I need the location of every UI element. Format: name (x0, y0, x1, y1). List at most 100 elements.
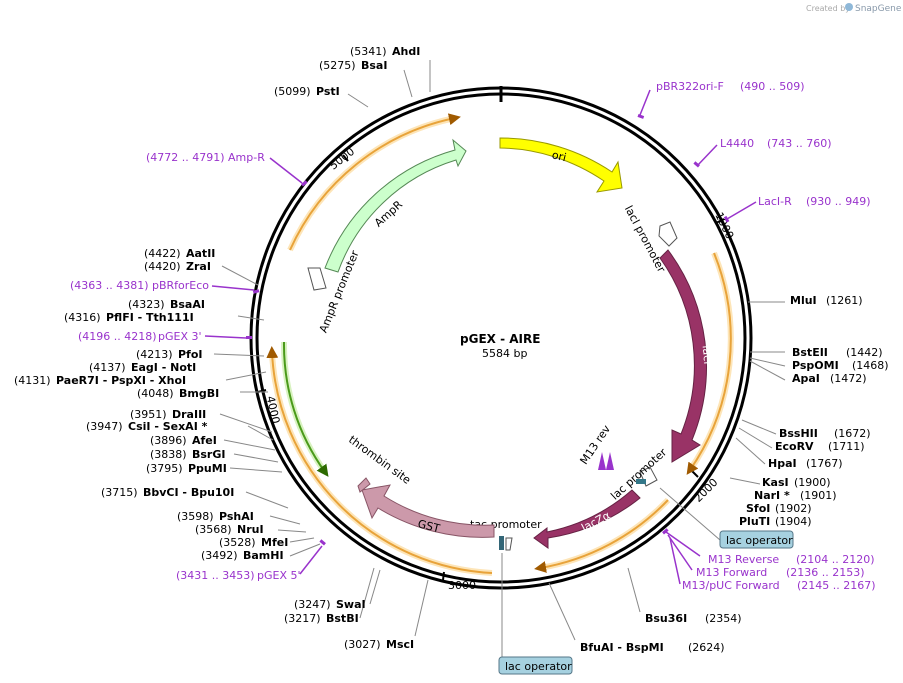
enzyme-site-bbvci[interactable]: (3715) BbvCI - Bpu10I (101, 486, 234, 499)
enzyme-name: CsiI - SexAI * (128, 420, 208, 433)
enzyme-site-ecorv[interactable]: EcoRV (1711) (775, 440, 865, 453)
enzyme-site-psti[interactable]: (5099) PstI (274, 85, 340, 98)
enzyme-site-mfei[interactable]: (3528) MfeI (219, 536, 288, 549)
enzyme-site-pshai[interactable]: (3598) PshAI (177, 510, 254, 523)
enzyme-site-bsai[interactable]: (5275) BsaI (319, 59, 387, 72)
enzyme-name: NruI (237, 523, 264, 536)
enzyme-site-pspomi[interactable]: PspOMI (1468) (792, 359, 889, 372)
enzyme-site-apai[interactable]: ApaI (1472) (792, 372, 867, 385)
enzyme-site-eagi[interactable]: (4137) EagI - NotI (89, 361, 196, 374)
primer-pbr322ori-f[interactable]: pBR322ori-F (490 .. 509) (656, 80, 805, 93)
enzyme-name: BssHII (779, 427, 818, 440)
enzyme-pos: (3528) (219, 536, 256, 549)
enzyme-name: PluTI (739, 515, 770, 528)
enzyme-pos: (5099) (274, 85, 311, 98)
enzyme-name: AhdI (392, 45, 420, 58)
enzyme-site-mlui[interactable]: MluI (1261) (790, 294, 863, 307)
gst-feature[interactable] (361, 484, 495, 538)
lacza-feature[interactable] (533, 489, 641, 549)
enzyme-pos: (3568) (195, 523, 232, 536)
enzyme-site-ppumi[interactable]: (3795) PpuMI (146, 462, 227, 475)
lac-promoter-label: lac promoter (608, 445, 669, 502)
primer-l4440[interactable]: L4440 (743 .. 760) (720, 137, 832, 150)
enzyme-site-zrai[interactable]: (4420) ZraI (144, 260, 211, 273)
primer-name: pGEX 3' (158, 330, 202, 343)
primer-pgex-3[interactable]: (4196 .. 4218) pGEX 3' (78, 330, 202, 343)
enzyme-site-draiii[interactable]: (3951) DraIII (130, 408, 206, 421)
primer-m13-puc-forward[interactable]: M13/pUC Forward (2145 .. 2167) (682, 579, 876, 592)
enzyme-pos: (3598) (177, 510, 214, 523)
enzyme-site-pfoi[interactable]: (4213) PfoI (136, 348, 203, 361)
enzyme-pos: (1901) (800, 489, 837, 502)
enzyme-site-hpai[interactable]: HpaI (1767) (768, 457, 843, 470)
ampr-promoter-feature[interactable] (307, 267, 327, 291)
enzyme-name: BstEII (792, 346, 828, 359)
enzyme-site-msci[interactable]: (3027) MscI (344, 638, 414, 651)
enzyme-site-bmgbi[interactable]: (4048) BmgBI (137, 387, 219, 400)
enzyme-name: HpaI (768, 457, 797, 470)
primer-name: pBRforEco (152, 279, 209, 292)
enzyme-name: BbvCI - Bpu10I (143, 486, 234, 499)
primer-pbrforeco[interactable]: (4363 .. 4381) pBRforEco (70, 279, 209, 292)
enzyme-pos: (1472) (830, 372, 867, 385)
enzyme-site-bstbi[interactable]: (3217) BstBI (284, 612, 359, 625)
primer-laci-r[interactable]: LacI-R (930 .. 949) (758, 195, 871, 208)
enzyme-site-bsaai[interactable]: (4323) BsaAI (128, 298, 205, 311)
enzyme-site-bsshii[interactable]: BssHII (1672) (779, 427, 871, 440)
enzyme-site-bsteii[interactable]: BstEII (1442) (792, 346, 883, 359)
enzyme-name: AfeI (192, 434, 217, 447)
enzyme-site-aatii[interactable]: (4422) AatII (144, 247, 215, 260)
enzyme-site-ahdi[interactable]: (5341) AhdI (350, 45, 420, 58)
enzyme-site-csii[interactable]: (3947) CsiI - SexAI * (86, 420, 208, 433)
snapgene-brand: Created by SnapGene (806, 3, 902, 14)
tac-promoter-feature[interactable] (505, 537, 513, 551)
laci-promoter-feature[interactable] (658, 221, 678, 247)
enzyme-pos: (3896) (150, 434, 187, 447)
enzyme-pos: (4316) (64, 311, 101, 324)
primer-connectors (204, 89, 757, 585)
primer-amp-r[interactable]: (4772 .. 4791) Amp-R (146, 151, 265, 164)
enzyme-site-pluti[interactable]: PluTI (1904) (739, 515, 812, 528)
primer-name: pGEX 5' (257, 569, 301, 582)
orf-arcs (266, 113, 734, 576)
enzyme-name: PspOMI (792, 359, 839, 372)
enzyme-pos: (3027) (344, 638, 381, 651)
laci-feature[interactable] (659, 249, 707, 463)
primer-range: (2104 .. 2120) (796, 553, 875, 566)
lac-operator-right[interactable]: lac operator (659, 487, 794, 549)
enzyme-site-kasi[interactable]: KasI (1900) (762, 476, 831, 489)
enzyme-name: ApaI (792, 372, 820, 385)
enzyme-site-bfuai[interactable]: BfuAI - BspMI (2624) (580, 641, 725, 654)
lac-operator-bottom[interactable]: lac operator (498, 553, 573, 675)
enzyme-site-sfoi[interactable]: SfoI (1902) (746, 502, 812, 515)
plasmid-name: pGEX - AIRE (460, 332, 540, 346)
primer-m13-reverse[interactable]: M13 Reverse (2104 .. 2120) (708, 553, 875, 566)
enzyme-pos: (4420) (144, 260, 181, 273)
m13rev-label: M13 rev (577, 422, 613, 467)
enzyme-pos: (4131) (14, 374, 51, 387)
enzyme-site-swai[interactable]: (3247) SwaI (294, 598, 366, 611)
enzyme-pos: (4213) (136, 348, 173, 361)
enzyme-site-pflfi[interactable]: (4316) PflFI - Tth111I (64, 311, 194, 324)
enzyme-site-nari[interactable]: NarI * (1901) (754, 489, 837, 502)
enzyme-site-afei[interactable]: (3896) AfeI (150, 434, 217, 447)
enzyme-site-nrui[interactable]: (3568) NruI (195, 523, 264, 536)
enzyme-name: NarI * (754, 489, 790, 502)
laci-label: lacI (700, 345, 715, 365)
thrombin-feature[interactable] (357, 477, 371, 493)
primer-pgex-5[interactable]: (3431 .. 3453) pGEX 5' (176, 569, 301, 582)
enzyme-site-bsrgi[interactable]: (3838) BsrGI (150, 448, 225, 461)
ori-label: ori (551, 148, 568, 164)
created-by-text: Created by (806, 4, 850, 13)
primer-range: (4772 .. 4791) (146, 151, 225, 164)
enzyme-site-bsu36i[interactable]: Bsu36I (2354) (645, 612, 742, 625)
tick-label-3000: 3000 (448, 579, 476, 592)
enzyme-site-bamhi[interactable]: (3492) BamHI (201, 549, 284, 562)
ampr-feature[interactable] (324, 138, 467, 273)
ori-feature[interactable] (499, 137, 623, 193)
primer-m13-forward[interactable]: M13 Forward (2136 .. 2153) (696, 566, 865, 579)
gst-label: GST (416, 517, 441, 535)
enzyme-site-paer7i[interactable]: (4131) PaeR7I - PspXI - XhoI (14, 374, 186, 387)
enzyme-connectors (213, 60, 786, 641)
